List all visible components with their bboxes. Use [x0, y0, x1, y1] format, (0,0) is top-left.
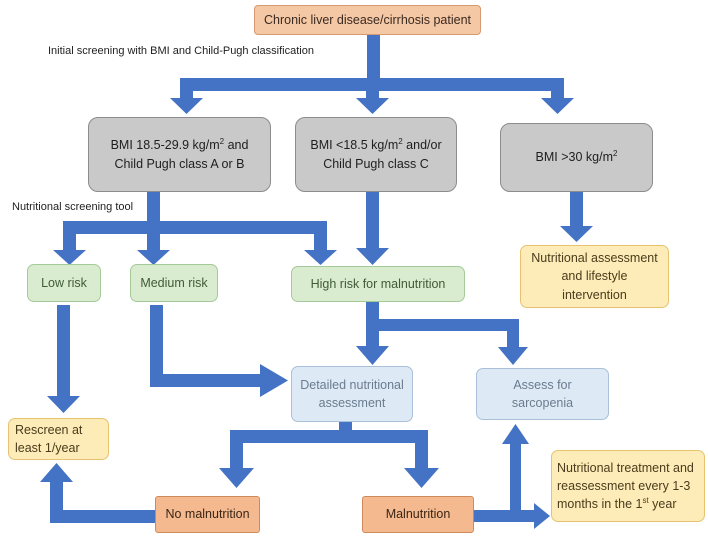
- sarcopenia-box: Assess for sarcopenia: [476, 368, 609, 420]
- arrow-to-rescreen: [47, 396, 80, 413]
- bmi-normal-box: BMI 18.5-29.9 kg/m2 and Child Pugh class…: [88, 117, 271, 192]
- treatment-line3: months in the 1st year: [557, 495, 677, 512]
- low-risk-label: Low risk: [41, 275, 87, 290]
- arrow-to-medium-risk: [137, 250, 170, 265]
- arrow-to-high-risk: [356, 248, 389, 265]
- high-risk-box: High risk for malnutrition: [291, 266, 465, 302]
- bmi-normal-line2: Child Pugh class A or B: [114, 156, 245, 171]
- arrow-high-bmi-trunk: [570, 192, 583, 228]
- detailed-assessment-box: Detailed nutritional assessment: [291, 366, 413, 422]
- arrow-to-sarcopenia: [498, 347, 528, 365]
- bmi-high-box: BMI >30 kg/m2: [500, 123, 653, 192]
- arrow-to-malnutrition: [404, 468, 439, 488]
- arrow-risk-bar: [63, 221, 327, 234]
- arrow-to-lifestyle: [560, 226, 593, 242]
- malnutrition-box: Malnutrition: [362, 496, 474, 533]
- low-risk-box: Low risk: [27, 264, 101, 302]
- bmi-low-line1: BMI <18.5 kg/m2 and/or: [310, 137, 442, 153]
- nutritional-tool-label: Nutritional screening tool: [12, 201, 134, 213]
- treatment-box: Nutritional treatment and reassessment e…: [551, 450, 705, 522]
- arrow-to-treatment: [534, 503, 550, 529]
- arrow-medium-trunk: [150, 305, 163, 387]
- patient-box: Chronic liver disease/cirrhosis patient: [254, 5, 481, 35]
- arrow-to-bmi-low: [356, 98, 389, 114]
- arrow-to-detailed-from-high: [356, 346, 389, 365]
- no-malnutrition-label: No malnutrition: [165, 507, 250, 522]
- medium-risk-label: Medium risk: [140, 275, 208, 290]
- high-risk-label: High risk for malnutrition: [310, 276, 446, 291]
- rescreen-box: Rescreen at least 1/year: [8, 418, 109, 460]
- no-malnutrition-box: No malnutrition: [155, 496, 260, 533]
- arrow-low-bmi-trunk: [366, 192, 379, 250]
- arrow-to-sarcopenia-up: [502, 424, 529, 444]
- arrow-to-no-malnutrition: [219, 468, 254, 488]
- arrow-high-risk-trunk: [366, 302, 379, 348]
- arrow-to-high-risk-from-normal: [304, 250, 337, 265]
- arrow-patient-trunk: [367, 34, 380, 78]
- bmi-high-label: BMI >30 kg/m2: [535, 149, 618, 165]
- patient-label: Chronic liver disease/cirrhosis patient: [263, 12, 472, 27]
- arrow-low-risk-trunk: [57, 305, 70, 398]
- arrow-malnutrition-right: [474, 510, 536, 522]
- arrow-no-malnutrition-back: [50, 510, 155, 523]
- bmi-low-box: BMI <18.5 kg/m2 and/or Child Pugh class …: [295, 117, 457, 192]
- malnutrition-label: Malnutrition: [385, 507, 451, 522]
- arrow-to-low-risk: [53, 250, 86, 265]
- medium-risk-box: Medium risk: [130, 264, 218, 302]
- bmi-normal-line1: BMI 18.5-29.9 kg/m2 and: [110, 137, 249, 153]
- arrow-to-detailed-from-medium: [260, 364, 288, 397]
- bmi-low-line2: Child Pugh class C: [323, 156, 429, 171]
- arrow-to-rescreen-up: [40, 463, 73, 482]
- arrow-to-bmi-high: [541, 98, 574, 114]
- arrow-detailed-bar: [230, 430, 428, 443]
- initial-screening-label: Initial screening with BMI and Child-Pug…: [48, 45, 314, 57]
- arrow-to-bmi-normal: [170, 98, 203, 114]
- lifestyle-box: Nutritional assessment and lifestyle int…: [520, 245, 669, 308]
